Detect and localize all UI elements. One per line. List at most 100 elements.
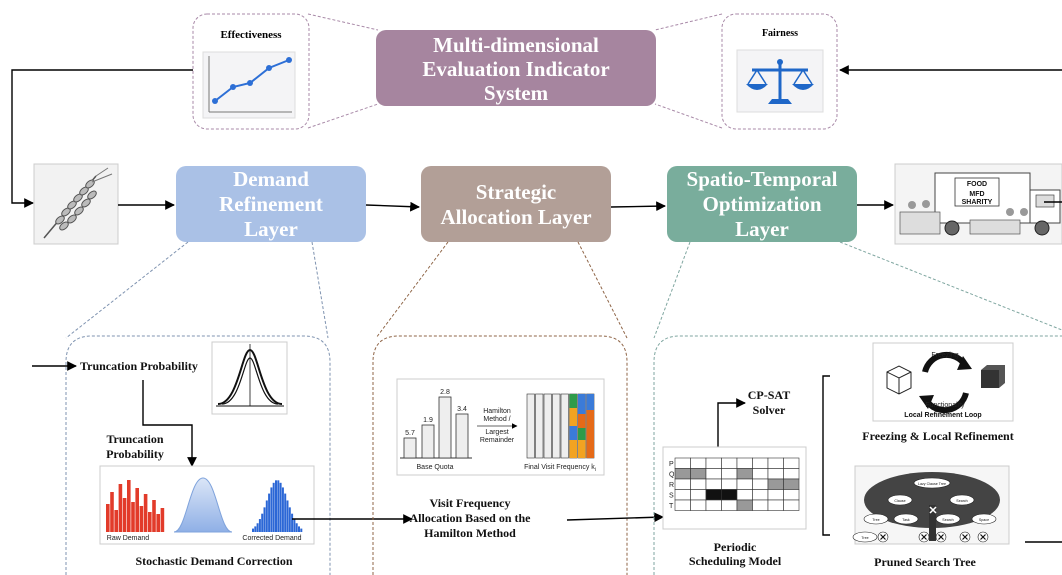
final-bar: [543, 393, 552, 459]
truncation-probability-label: Truncation Probability: [80, 359, 198, 373]
schedule-cell: [690, 489, 707, 501]
corrected-bar: [272, 482, 275, 532]
schedule-cell: [783, 468, 800, 480]
raw-bar: [118, 484, 123, 532]
raw-demand-label: Raw Demand: [107, 535, 150, 542]
corrected-bar: [261, 513, 264, 532]
cp-sat-label-2: Solver: [753, 403, 786, 417]
method-line-4: Remainder: [480, 437, 515, 444]
schedule-cell: [674, 468, 691, 480]
pruned-cross-icon: [929, 506, 937, 514]
spatio-temporal-layer: Spatio-Temporal Optimization Layer: [667, 166, 857, 242]
top-connectors: [307, 13, 723, 129]
truck-sign-2: MFD: [969, 191, 984, 198]
tree-node-label: Space: [979, 518, 989, 522]
corrected-bar: [268, 493, 271, 532]
schedule-cell: [736, 468, 753, 480]
schedule-cell: [736, 478, 753, 490]
pruned-tree-caption: Pruned Search Tree: [874, 555, 976, 569]
schedule-cell: [705, 457, 722, 469]
local-loop-label: Local Refinement Loop: [904, 412, 981, 419]
pruned-cross-icon: [880, 534, 886, 540]
schedule-cell: [690, 499, 707, 511]
schedule-cells: [674, 457, 800, 511]
schedule-cell: [721, 457, 738, 469]
schedule-cell: [674, 457, 691, 469]
stack-segment: [578, 394, 586, 414]
tree-node-label: Tree: [872, 518, 879, 522]
stack-segment: [578, 440, 586, 458]
freezing-caption: Freezing & Local Refinement: [862, 429, 1013, 443]
schedule-cell: [767, 468, 784, 480]
pruned-cross-icon: [921, 534, 927, 540]
evaluation-title-3: System: [484, 81, 549, 105]
corrected-bar: [252, 528, 254, 532]
visit-frequency-caption-1: Visit Frequency: [430, 496, 511, 510]
demand-title-1: Demand: [233, 167, 309, 191]
schedule-cell: [721, 468, 738, 480]
raw-bar: [114, 510, 118, 532]
alloc-to-schedule-arrow: [566, 512, 664, 523]
corrected-demand-label: Corrected Demand: [242, 535, 301, 542]
raw-bar: [148, 512, 152, 532]
corrected-bar: [300, 528, 303, 532]
strategic-title-2: Allocation Layer: [440, 205, 591, 229]
raw-demand-histogram: [106, 480, 165, 532]
tree-node: [893, 513, 919, 525]
method-line-1: Hamilton: [483, 408, 511, 415]
raw-bar: [122, 498, 127, 532]
schedule-cell: [736, 499, 753, 511]
final-visit-label: Final Visit Frequency ki: [524, 464, 596, 473]
schedule-cell: [752, 489, 769, 501]
bar-value-4: 3.4: [457, 406, 467, 413]
spatio-title-3: Layer: [735, 217, 789, 241]
schedule-cell: [767, 457, 784, 469]
schedule-cell: [767, 489, 784, 501]
schedule-cell: [783, 478, 800, 490]
stack-segment: [569, 440, 577, 458]
schedule-cell: [674, 489, 691, 501]
hamilton-figure: 5.7 1.9 2.8 3.4 Hamilton Method / Larges…: [396, 378, 605, 476]
schedule-row-label: R: [669, 482, 674, 489]
line-chart-icon: [202, 51, 296, 119]
pruned-cross-icon: [980, 534, 986, 540]
main-flow-arrows: [118, 200, 1062, 212]
raw-bar: [110, 492, 114, 532]
schedule-row-label: Q: [669, 472, 675, 479]
solver-bracket: [822, 375, 830, 536]
stack-segment: [586, 436, 594, 458]
schedule-cell: [690, 457, 707, 469]
funnel-lines: [65, 241, 1062, 339]
raw-bar: [139, 506, 144, 532]
visit-frequency-caption-2: Allocation Based on the: [409, 511, 531, 525]
schedule-cell: [705, 478, 722, 490]
corrected-bar: [298, 526, 300, 532]
tree-node-label: Search: [956, 499, 967, 503]
raw-bar: [135, 488, 139, 532]
refinement-loop-figure: Freezing Functionality Local Refinement …: [872, 342, 1014, 422]
base-quota-label: Base Quota: [417, 464, 454, 471]
schedule-cell: [721, 489, 738, 501]
tree-node-label: Tree: [861, 536, 868, 540]
tree-node-label: Clause: [894, 499, 905, 503]
corrected-bar: [263, 507, 266, 532]
schedule-row-label: T: [669, 503, 674, 510]
raw-bar: [143, 494, 148, 532]
corrected-bar: [288, 507, 291, 532]
truck-sign-1: FOOD: [967, 181, 987, 188]
schedule-cell: [674, 478, 691, 490]
schedule-cell: [752, 499, 769, 511]
scale-icon: [736, 49, 824, 113]
demand-title-2: Refinement: [219, 192, 323, 216]
tree-node: [913, 477, 951, 489]
allocation-panel: 5.7 1.9 2.8 3.4 Hamilton Method / Larges…: [372, 335, 628, 575]
schedule-cell: [705, 499, 722, 511]
strategic-allocation-layer: Strategic Allocation Layer: [421, 166, 611, 242]
method-line-3: Largest: [485, 429, 508, 436]
effectiveness-panel: Effectiveness: [192, 13, 310, 130]
stochastic-demand-caption: Stochastic Demand Correction: [135, 554, 292, 568]
